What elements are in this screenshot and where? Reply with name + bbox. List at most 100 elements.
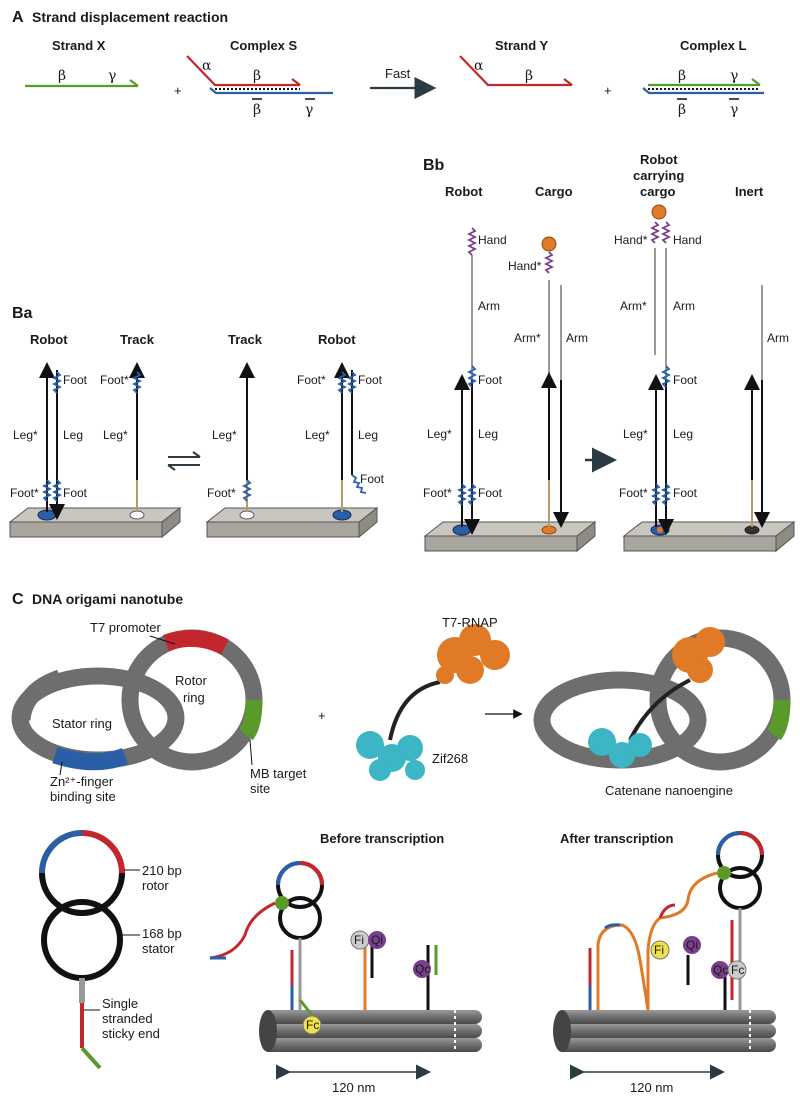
- bb-leg-robot: Leg: [478, 427, 498, 441]
- zif268-label: Zif268: [432, 751, 468, 766]
- ba-track-label-2: Track: [228, 332, 263, 347]
- after-120nm: 120 nm: [630, 1080, 673, 1095]
- strand-x-gamma: γ: [108, 68, 116, 84]
- ba-leg-star-robot2: Leg*: [305, 428, 330, 442]
- strand-y-beta: β: [525, 68, 533, 84]
- ba-leg-star-track2: Leg*: [212, 428, 237, 442]
- bb-robot: Hand Arm Foot Leg* Leg Foot* Foot: [423, 227, 507, 535]
- complex-l-gamma-top: γ: [730, 68, 738, 84]
- panel-c: C DNA origami nanotube T7 promoter Rotor…: [11, 591, 791, 1095]
- bb-robot-label: Robot: [445, 184, 483, 199]
- bb-leg-rcc: Leg: [673, 427, 693, 441]
- complex-s-gamma-bottom: γ: [305, 102, 313, 118]
- ba-leg-robot2: Leg: [358, 428, 378, 442]
- panel-a: A Strand displacement reaction Strand X …: [12, 9, 764, 118]
- catenane-nanoengine: Catenane nanoengine: [533, 627, 791, 798]
- bb-hand-star-cargo: Hand*: [508, 259, 542, 273]
- before-machine: Fc Fi Qi Qc: [209, 861, 438, 1035]
- bb-rcc-1: Robot: [640, 152, 678, 167]
- after-transcription-label: After transcription: [560, 831, 673, 846]
- strand-x-label: Strand X: [52, 38, 106, 53]
- ba-track-left: Foot* Leg*: [100, 362, 145, 512]
- stator-ring-label: Stator ring: [52, 716, 112, 731]
- complex-l-label: Complex L: [680, 38, 747, 53]
- complex-s-label: Complex S: [230, 38, 298, 53]
- ba-robot-label-2: Robot: [318, 332, 356, 347]
- strand-y-alpha: α: [474, 58, 484, 74]
- complex-s-beta-top: β: [253, 68, 261, 84]
- bb-foot-star-rcc: Foot*: [619, 486, 648, 500]
- ba-foot-star-track2: Foot*: [207, 486, 236, 500]
- bb-cargo-label: Cargo: [535, 184, 573, 199]
- strand-y-label: Strand Y: [495, 38, 549, 53]
- strand-x: β γ: [25, 68, 139, 88]
- before-transcription-label: Before transcription: [320, 831, 444, 846]
- bb-arm-star-cargo: Arm*: [514, 331, 541, 345]
- bb-cargo: Hand* Arm* Arm: [508, 236, 588, 528]
- before-qc: Qc: [415, 962, 430, 976]
- bb-foot-rcc-bottom: Foot: [673, 486, 698, 500]
- bb-inert-label: Inert: [735, 184, 764, 199]
- ba-leg-star-left: Leg*: [13, 428, 38, 442]
- panel-bb-letter: Bb: [423, 157, 445, 174]
- strand-x-beta: β: [58, 68, 66, 84]
- strand-y: α β: [459, 55, 573, 87]
- before-qi: Qi: [371, 933, 383, 947]
- ba-robot-right: Foot* Foot Leg* Leg Foot: [297, 362, 385, 512]
- after-fc: Fc: [731, 963, 744, 977]
- complex-s: α β β γ: [186, 55, 333, 118]
- ba-foot-loose: Foot: [360, 472, 385, 486]
- before-nanotube: 120 nm: [259, 1010, 482, 1095]
- single-stranded-label-1: Single: [102, 996, 138, 1011]
- rotor-stator-schematic: 210 bp rotor 168 bp stator Single strand…: [39, 830, 182, 1070]
- rotor-ring-label-1: Rotor: [175, 673, 207, 688]
- bb-foot-robot: Foot: [478, 373, 503, 387]
- single-stranded-label-3: sticky end: [102, 1026, 160, 1041]
- ba-track-right: Leg* Foot*: [207, 362, 255, 512]
- bb-hand-robot: Hand: [478, 233, 507, 247]
- mb-target-label-2: site: [250, 781, 270, 796]
- equilibrium-arrows: [167, 451, 201, 471]
- complex-l: β γ β γ: [642, 68, 764, 118]
- after-qi: Qi: [686, 938, 698, 952]
- panel-c-letter: C: [12, 591, 24, 608]
- bb-leg-star-rcc: Leg*: [623, 427, 648, 441]
- complex-l-beta-bottom: β: [678, 102, 686, 118]
- panel-c-plus: +: [318, 708, 326, 723]
- catenane-nanoengine-label: Catenane nanoengine: [605, 783, 733, 798]
- ba-leg-star-track: Leg*: [103, 428, 128, 442]
- panel-c-title: DNA origami nanotube: [32, 591, 183, 607]
- bb-arm-robot: Arm: [478, 299, 500, 313]
- bp168-label-1: 168 bp: [142, 926, 182, 941]
- mb-target-label-1: MB target: [250, 766, 307, 781]
- bb-platform-left: [423, 520, 597, 553]
- before-120nm: 120 nm: [332, 1080, 375, 1095]
- bb-arm-rcc: Arm: [673, 299, 695, 313]
- ba-foot-star-left: Foot*: [10, 486, 39, 500]
- catenane-diagram: T7 promoter Rotor ring Stator ring Zn²⁺-…: [11, 620, 307, 804]
- bb-rcc-2: carrying: [633, 168, 684, 183]
- fast-label: Fast: [385, 66, 411, 81]
- after-qc: Qc: [713, 963, 728, 977]
- ba-robot-label-1: Robot: [30, 332, 68, 347]
- panel-a-title: Strand displacement reaction: [32, 9, 228, 25]
- t7-rnap-label: T7-RNAP: [442, 615, 498, 630]
- ba-leg-left: Leg: [63, 428, 83, 442]
- bb-platform-right: [622, 520, 796, 553]
- t7-rnap-blob: [436, 624, 510, 684]
- bp210-label-1: 210 bp: [142, 863, 182, 878]
- fast-arrow: Fast: [370, 66, 437, 99]
- ba-foot-star-robot2: Foot*: [297, 373, 326, 387]
- t7-promoter-label: T7 promoter: [90, 620, 161, 635]
- bb-arm-cargo: Arm: [566, 331, 588, 345]
- bp168-label-2: stator: [142, 941, 175, 956]
- before-fc: Fc: [306, 1018, 319, 1032]
- ba-platform-right: [205, 506, 379, 539]
- rotor-ring-label-2: ring: [183, 690, 205, 705]
- panel-bb: Bb Robot Cargo Robot carrying cargo Iner…: [423, 152, 796, 553]
- zn-finger-label-2: binding site: [50, 789, 116, 804]
- bb-foot-robot-bottom: Foot: [478, 486, 503, 500]
- bb-hand-star-rcc: Hand*: [614, 233, 648, 247]
